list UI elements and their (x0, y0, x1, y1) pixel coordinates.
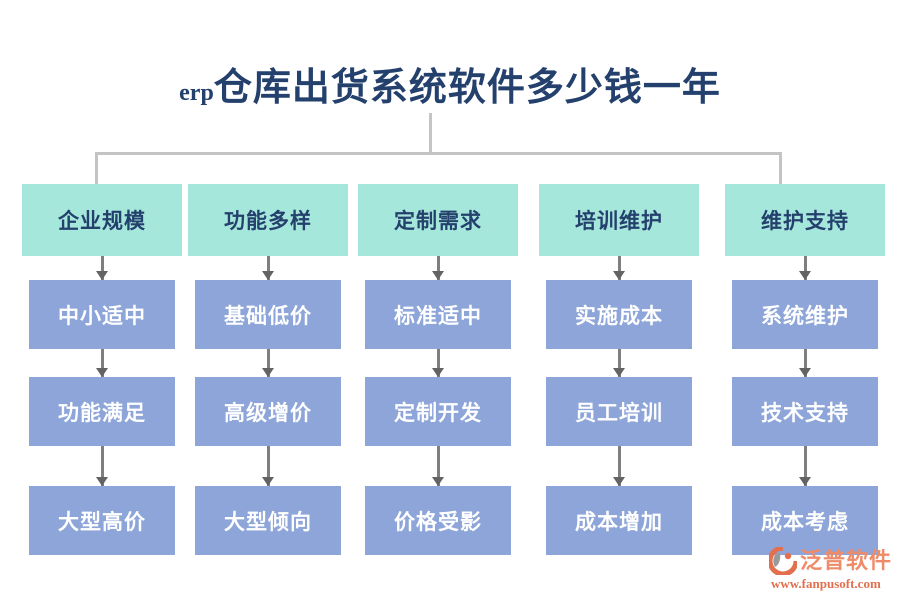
item-box: 中小适中 (29, 280, 175, 349)
arrow-down-icon (266, 446, 270, 486)
connector-right-drop (779, 152, 782, 184)
arrow-down-icon (803, 349, 807, 377)
column-customization-needs: 定制需求 标准适中 定制开发 价格受影 (358, 184, 518, 555)
column-feature-variety: 功能多样 基础低价 高级增价 大型倾向 (188, 184, 348, 555)
column-training-maintenance: 培训维护 实施成本 员工培训 成本增加 (539, 184, 699, 555)
arrow-down-icon (803, 256, 807, 280)
item-box: 大型高价 (29, 486, 175, 555)
arrow-down-icon (617, 446, 621, 486)
title-latin-prefix: erp (179, 80, 214, 106)
arrow-down-icon (803, 446, 807, 486)
fanpu-logo-icon (768, 547, 797, 575)
item-box: 成本考虑 (732, 486, 878, 555)
arrow-down-icon (436, 256, 440, 280)
category-box: 企业规模 (22, 184, 182, 256)
watermark-brand-text: 泛普软件 (799, 548, 892, 573)
connector-horizontal-line (95, 152, 782, 155)
connector-title-stem (429, 113, 432, 153)
item-box: 成本增加 (546, 486, 692, 555)
item-box: 技术支持 (732, 377, 878, 446)
arrow-down-icon (100, 446, 104, 486)
column-maintenance-support: 维护支持 系统维护 技术支持 成本考虑 (725, 184, 885, 555)
category-box: 培训维护 (539, 184, 699, 256)
item-box: 高级增价 (195, 377, 341, 446)
item-box: 实施成本 (546, 280, 692, 349)
column-enterprise-scale: 企业规模 中小适中 功能满足 大型高价 (22, 184, 182, 555)
item-box: 基础低价 (195, 280, 341, 349)
arrow-down-icon (100, 349, 104, 377)
arrow-down-icon (436, 446, 440, 486)
category-box: 定制需求 (358, 184, 518, 256)
item-box: 定制开发 (365, 377, 511, 446)
title-main-text: 仓库出货系统软件多少钱一年 (213, 67, 721, 109)
connector-left-drop (95, 152, 98, 184)
watermark: 泛普软件 www.fanpusoft.com (768, 547, 892, 591)
arrow-down-icon (100, 256, 104, 280)
item-box: 标准适中 (365, 280, 511, 349)
arrow-down-icon (266, 349, 270, 377)
page-title: erp仓库出货系统软件多少钱一年 (0, 56, 900, 111)
category-box: 维护支持 (725, 184, 885, 256)
watermark-url-text: www.fanpusoft.com (770, 576, 881, 591)
item-box: 价格受影 (365, 486, 511, 555)
item-box: 功能满足 (29, 377, 175, 446)
arrow-down-icon (617, 349, 621, 377)
category-box: 功能多样 (188, 184, 348, 256)
item-box: 大型倾向 (195, 486, 341, 555)
arrow-down-icon (617, 256, 621, 280)
item-box: 系统维护 (732, 280, 878, 349)
arrow-down-icon (266, 256, 270, 280)
item-box: 员工培训 (546, 377, 692, 446)
arrow-down-icon (436, 349, 440, 377)
